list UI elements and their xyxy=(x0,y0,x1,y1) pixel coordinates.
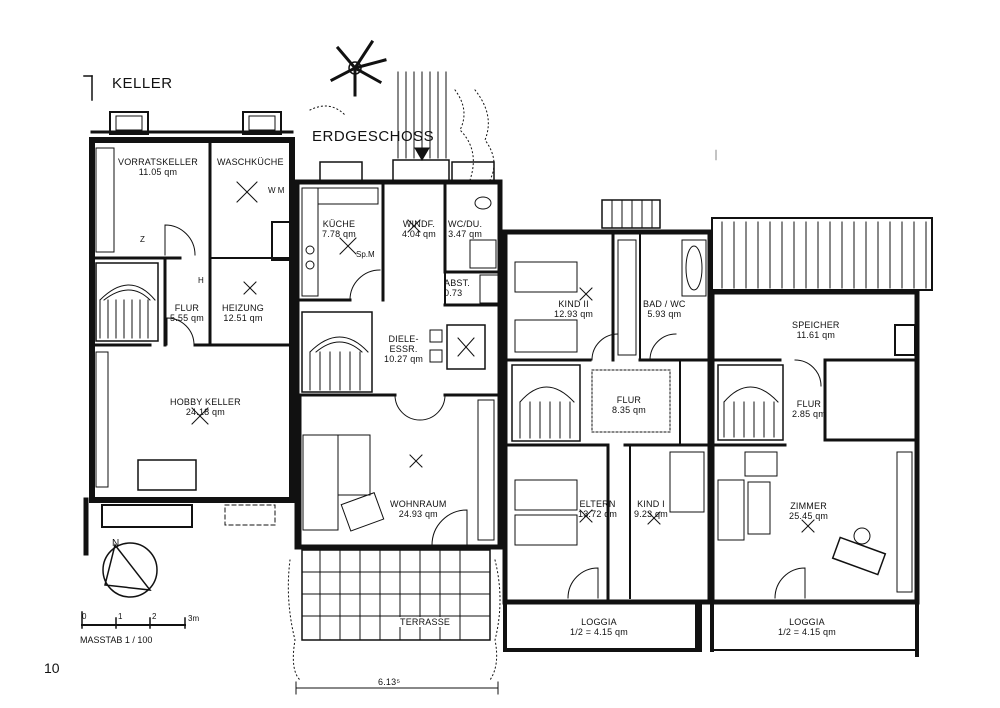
room-area: 10.27 qm xyxy=(384,354,424,364)
room-area: 2.85 qm xyxy=(792,409,826,419)
room-name: WINDF. xyxy=(402,219,436,229)
room-name-line2: ESSR. xyxy=(389,344,418,354)
terrasse-area xyxy=(295,549,499,695)
room-name: LOGGIA xyxy=(789,617,825,627)
scale-tick-3: 3m xyxy=(188,614,200,623)
room-area: 4.04 qm xyxy=(402,229,436,239)
room-name: TERRASSE xyxy=(400,617,451,627)
room-name: WASCHKÜCHE xyxy=(217,157,284,167)
fixture-label-h: H xyxy=(198,276,204,285)
tree-icon xyxy=(329,39,387,97)
room-name: BAD / WC xyxy=(643,299,686,309)
room-name: FLUR xyxy=(174,303,200,313)
fixture-label-z: Z xyxy=(140,235,145,244)
room-area: 1/2 = 4.15 qm xyxy=(570,627,628,637)
room-area: 9.23 qm xyxy=(634,509,668,519)
scale-tick-2: 2 xyxy=(152,612,157,621)
room-label-waschkueche: WASCHKÜCHE xyxy=(217,157,284,167)
room-label-terrasse: TERRASSE xyxy=(398,617,453,627)
room-name: KIND II xyxy=(558,299,589,309)
room-area: 12.51 qm xyxy=(223,313,263,323)
fixture-label-spm: Sp.M xyxy=(356,250,375,259)
dimension-label: 6.13⁵ xyxy=(378,677,401,687)
room-area: 0.73 xyxy=(444,288,463,298)
room-name: DIELE- xyxy=(388,334,419,344)
room-label-abst: ABST.0.73 xyxy=(444,278,470,298)
room-name: VORRATSKELLER xyxy=(118,157,198,167)
room-area: 1/2 = 4.15 qm xyxy=(778,627,836,637)
room-label-diele: DIELE-ESSR.10.27 qm xyxy=(384,334,423,364)
room-name: KÜCHE xyxy=(322,219,356,229)
room-name: FLUR xyxy=(796,399,822,409)
keller-walls xyxy=(83,75,295,556)
room-area: 5.55 qm xyxy=(170,313,204,323)
room-label-windf: WINDF.4.04 qm xyxy=(402,219,436,239)
room-name: HOBBY KELLER xyxy=(170,397,241,407)
erdgeschoss-section-title: ERDGESCHOSS xyxy=(312,128,435,145)
room-name: FLUR xyxy=(616,395,642,405)
room-area: 11.61 qm xyxy=(796,330,836,340)
erdgeschoss-walls xyxy=(294,71,503,550)
room-area: 24.18 qm xyxy=(185,407,225,417)
room-name: ELTERN xyxy=(579,499,616,509)
room-name: ZIMMER xyxy=(790,501,827,511)
room-area: 8.35 qm xyxy=(612,405,646,415)
room-name: SPEICHER xyxy=(792,320,840,330)
room-area: 5.93 qm xyxy=(647,309,682,319)
room-name: ABST. xyxy=(444,278,471,288)
north-label: N xyxy=(112,538,120,549)
obergeschoss-walls xyxy=(502,199,713,652)
fixture-label-wm: W M xyxy=(268,186,285,195)
scale-title: MASSTAB 1 / 100 xyxy=(80,635,153,645)
room-name: HEIZUNG xyxy=(222,303,264,313)
keller-section-title: KELLER xyxy=(112,75,173,92)
room-label-wcdu: WC/DU.3.47 qm xyxy=(448,219,482,239)
scale-bar xyxy=(81,611,186,629)
room-name: WC/DU. xyxy=(448,219,483,229)
room-area: 12.93 qm xyxy=(554,309,594,319)
north-compass-icon xyxy=(102,542,158,598)
room-name: LOGGIA xyxy=(581,617,617,627)
room-area: 24.93 qm xyxy=(398,509,438,519)
page-number: 10 xyxy=(44,660,60,676)
room-area: 25.45 qm xyxy=(789,511,829,521)
shrubbery xyxy=(287,89,501,681)
dachgeschoss-walls xyxy=(709,149,933,657)
room-area: 7.78 qm xyxy=(322,229,356,239)
room-name: WOHNRAUM xyxy=(390,499,447,509)
scale-tick-1: 1 xyxy=(118,612,123,621)
room-area: 13.72 qm xyxy=(578,509,618,519)
room-area: 3.47 qm xyxy=(448,229,483,239)
room-name: KIND I xyxy=(637,499,665,509)
scale-tick-0: 0 xyxy=(82,612,87,621)
room-area: 11.05 qm xyxy=(138,167,178,177)
